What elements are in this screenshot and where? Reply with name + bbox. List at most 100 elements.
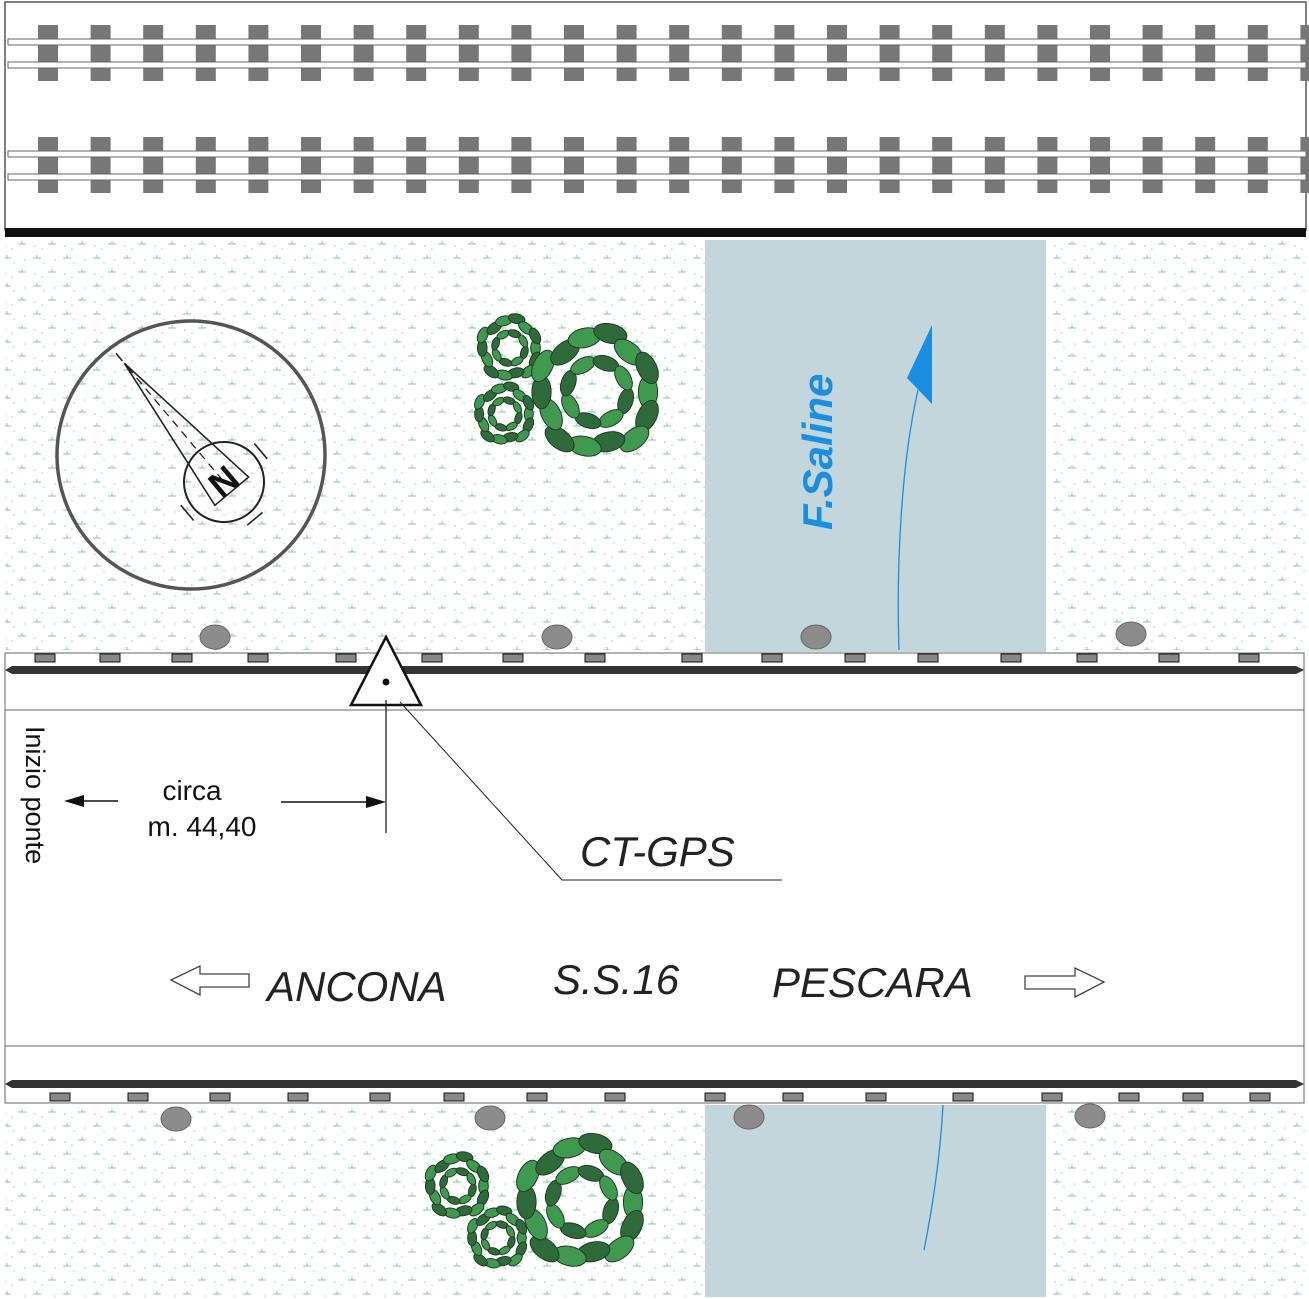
distance-dimension: circa m. 44,40 Inizio ponte <box>20 726 386 864</box>
rail-sleeper <box>1195 25 1216 81</box>
triangle-survey-marker-icon: CT-GPS <box>348 634 782 881</box>
station-label: CT-GPS <box>580 828 735 875</box>
north-guardrail <box>5 666 1304 674</box>
grass-area-north-east <box>1046 240 1306 650</box>
rail-sleeper <box>1247 25 1268 81</box>
rail-sleeper <box>38 25 58 81</box>
guardrail-post <box>1249 1092 1271 1102</box>
south-sidewalk <box>4 1045 1305 1104</box>
river-north <box>705 240 1046 652</box>
rail-sleeper <box>1142 25 1163 81</box>
flow-line-south <box>923 1104 944 1251</box>
guardrail-posts <box>34 653 1271 1102</box>
rail-sleeper <box>301 25 321 81</box>
rail-sleeper <box>774 137 795 193</box>
distance-label-line2: m. 44,40 <box>148 811 257 842</box>
rail-sleeper <box>143 137 164 193</box>
bollards <box>160 621 1147 1132</box>
rail-sleeper <box>616 25 637 81</box>
rail-sleeper <box>1037 25 1058 81</box>
rail-sleeper <box>143 25 164 81</box>
rail-sleeper <box>195 137 216 193</box>
rail-sleeper <box>721 137 742 193</box>
compass-ring <box>55 319 327 591</box>
rail-sleeper <box>301 137 321 193</box>
rail-sleeper <box>90 25 111 81</box>
guardrail-post <box>526 1092 548 1102</box>
guardrail-post <box>917 653 939 663</box>
east-direction-label: PESCARA <box>772 959 973 1006</box>
guardrail-post <box>865 1092 887 1102</box>
rail <box>7 38 1307 46</box>
guardrail-post <box>604 1092 626 1102</box>
bollard <box>1074 1103 1106 1129</box>
tree-icon <box>466 1205 528 1269</box>
west-direction-label: ANCONA <box>264 963 447 1010</box>
rail <box>7 150 1307 158</box>
railway <box>4 1 1309 237</box>
guardrail-post <box>952 1092 974 1102</box>
grass-area-south-east <box>1046 1105 1306 1297</box>
dimension-arrow-right-icon <box>366 796 386 808</box>
guardrail-post <box>1000 653 1022 663</box>
guardrail-post <box>782 1092 804 1102</box>
guardrail-post <box>502 653 524 663</box>
rail-sleeper <box>1195 137 1216 193</box>
rail-sleeper <box>90 137 111 193</box>
rail-sleeper <box>774 25 795 81</box>
rail-sleeper <box>827 25 847 81</box>
south-guardrail <box>5 1080 1304 1088</box>
north-sidewalk <box>4 652 1305 711</box>
guardrail-post <box>171 653 193 663</box>
hollow-arrow-right-icon <box>1024 966 1106 999</box>
rail-sleeper <box>1300 25 1309 81</box>
rail-sleeper <box>827 137 847 193</box>
track-upper <box>7 25 1309 81</box>
rail-sleeper <box>458 137 479 193</box>
road-name-label: S.S.16 <box>553 956 680 1003</box>
guardrail-post <box>287 1092 309 1102</box>
railway-boundary <box>5 228 1306 237</box>
guardrail-post <box>1238 653 1260 663</box>
rail-sleeper <box>511 137 532 193</box>
bollard <box>733 1104 765 1130</box>
rail-sleeper <box>616 137 637 193</box>
river-south <box>705 1105 1046 1297</box>
guardrail-post <box>369 1092 391 1102</box>
river-label: F.Saline <box>794 374 841 530</box>
rail-sleeper <box>406 25 427 81</box>
bridge-start-label: Inizio ponte <box>20 726 50 864</box>
tree-icon <box>476 313 542 381</box>
guardrail-post <box>335 653 357 663</box>
rail-sleeper <box>1090 137 1110 193</box>
rail-sleeper <box>564 25 584 81</box>
bollard <box>474 1105 506 1131</box>
rail-sleeper <box>1300 137 1309 193</box>
rail-sleeper <box>195 25 216 81</box>
rail-sleeper <box>38 137 58 193</box>
bridge <box>4 621 1305 1132</box>
river: F.Saline <box>705 240 1046 1297</box>
rail-sleeper <box>1142 137 1163 193</box>
grass-areas <box>5 240 1306 1297</box>
guardrail-post <box>1118 1092 1140 1102</box>
rail-sleeper <box>669 137 690 193</box>
tree-icon <box>424 1151 490 1219</box>
rail-sleeper <box>1037 137 1058 193</box>
rail-sleeper <box>1247 137 1268 193</box>
guardrail-post <box>49 1092 71 1102</box>
track-lower <box>7 137 1309 193</box>
tree-icon <box>531 322 659 457</box>
guardrail-post <box>247 653 269 663</box>
guardrail-post <box>1158 653 1180 663</box>
rail-sleeper <box>511 25 532 81</box>
guardrail-post <box>99 653 121 663</box>
rail-sleeper <box>721 25 742 81</box>
guardrail-post <box>1076 653 1098 663</box>
bollard <box>199 624 231 650</box>
grass-area-south-west <box>5 1105 705 1297</box>
guardrail-post <box>584 653 606 663</box>
guardrail-post <box>844 653 866 663</box>
distance-label-line1: circa <box>162 775 222 806</box>
guardrail-post <box>421 653 443 663</box>
